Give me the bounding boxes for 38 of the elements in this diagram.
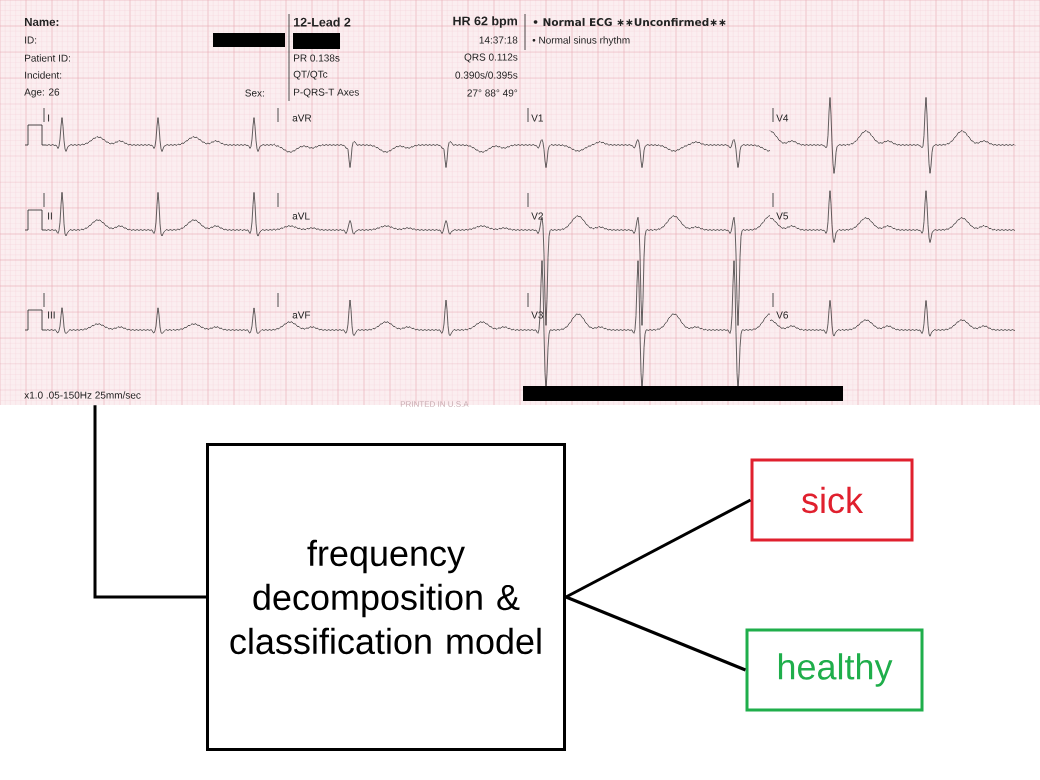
ecg-label: 27° 88° 49° [467,89,518,97]
ecg-label: PRINTED IN U.S.A [400,401,469,407]
ecg-label: HR 62 bpm [453,16,517,28]
ecg-label: P-QRS-T Axes [294,88,359,98]
ecg-label: ID: [25,36,37,44]
lead-label: aVL [292,212,310,220]
ecg-label: • Normal sinus rhythm [532,36,630,46]
ecg-label: QRS 0.112s [464,53,518,63]
ecg-label: 0.390s/0.395s [455,71,518,79]
ecg-label: QT/QTc [293,70,328,80]
ecg-label: Age: 26 [24,88,60,98]
class-box: sick [750,458,914,542]
ecg-label: • Normal ECG ∗∗Unconfirmed∗∗ [533,17,726,27]
ecg-label: x1.0 .05-150Hz 25mm/sec [24,391,141,399]
lead-label: II [48,212,52,220]
ecg-printout-drawing [0,0,1040,406]
model-box: frequency decomposition & classification model [206,443,566,751]
connector-line [565,498,752,599]
lead-label: V2 [531,212,543,220]
lead-label: V3 [531,311,543,319]
lead-label: III [48,311,55,319]
ecg-label: PR 0.138s [294,54,340,62]
lead-label: I [48,114,50,122]
ecg-label: Incident: [25,71,62,79]
ecg-label: Patient ID: [25,54,70,62]
connector-line [565,595,747,672]
connector-line [93,405,206,599]
lead-label: V4 [776,114,789,122]
lead-label: V6 [776,311,788,319]
lead-label: V5 [776,212,789,220]
class-box: healthy [745,628,924,712]
ecg-label: 12-Lead 2 [294,17,351,27]
ecg-label: 14:37:18 [479,36,518,44]
lead-label: V1 [531,114,543,122]
ecg-label: Name: [24,18,59,26]
lead-label: aVR [292,114,312,122]
ecg-label: Sex: [245,89,264,97]
lead-label: aVF [292,311,311,319]
